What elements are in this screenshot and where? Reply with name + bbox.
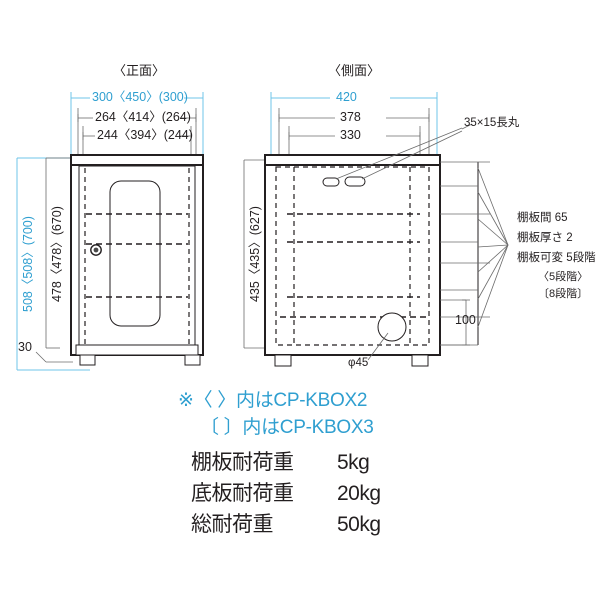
front-height-dim-inner: 478〈478〉(670) bbox=[50, 206, 64, 302]
shelf-note-adjust-kbox2: 〈5段階〉 bbox=[538, 271, 589, 283]
front-width-dim-outer: 300〈450〉(300) bbox=[92, 90, 188, 104]
side-width-dim-inner: 330 bbox=[340, 128, 361, 142]
front-width-dim-middle: 264〈414〉(264) bbox=[95, 110, 191, 124]
shelf-note-adjust: 棚板可変 5段階 bbox=[517, 252, 596, 264]
shelf-note-thickness: 棚板厚さ 2 bbox=[517, 232, 573, 244]
side-width-dim-outer: 420 bbox=[336, 90, 357, 104]
side-height-dim: 435〈435〉(627) bbox=[248, 206, 262, 302]
side-width-dim-middle: 378 bbox=[340, 110, 361, 124]
load-value-bottom: 20kg bbox=[337, 482, 381, 505]
side-view-title: 〈側面〉 bbox=[328, 63, 381, 78]
shelf-note-adjust-kbox3: 〔8段階〕 bbox=[538, 288, 589, 300]
model-note-kbox3: 〔 〕内はCP-KBOX3 bbox=[200, 417, 374, 438]
side-view-group bbox=[243, 92, 509, 367]
load-label-total: 総耐荷重 bbox=[191, 513, 274, 536]
front-view-title: 〈正面〉 bbox=[113, 63, 166, 78]
load-value-shelf: 5kg bbox=[337, 451, 370, 474]
front-height-dim-outer: 508〈508〉(700) bbox=[21, 216, 35, 312]
front-leg-dim: 30 bbox=[18, 340, 32, 354]
hole-callout-label: φ45 bbox=[348, 357, 369, 369]
load-value-total: 50kg bbox=[337, 513, 381, 536]
slot-callout-label: 35×15長丸 bbox=[464, 117, 520, 129]
model-note-kbox2: ※〈 〉内はCP-KBOX2 bbox=[178, 390, 368, 411]
load-label-bottom: 底板耐荷重 bbox=[191, 482, 294, 505]
load-label-shelf: 棚板耐荷重 bbox=[191, 451, 294, 474]
side-bottom-dim: 100 bbox=[455, 313, 476, 327]
shelf-note-gap: 棚板間 65 bbox=[517, 212, 568, 224]
front-width-dim-inner: 244〈394〉(244) bbox=[97, 128, 193, 142]
front-view-group bbox=[16, 92, 204, 371]
